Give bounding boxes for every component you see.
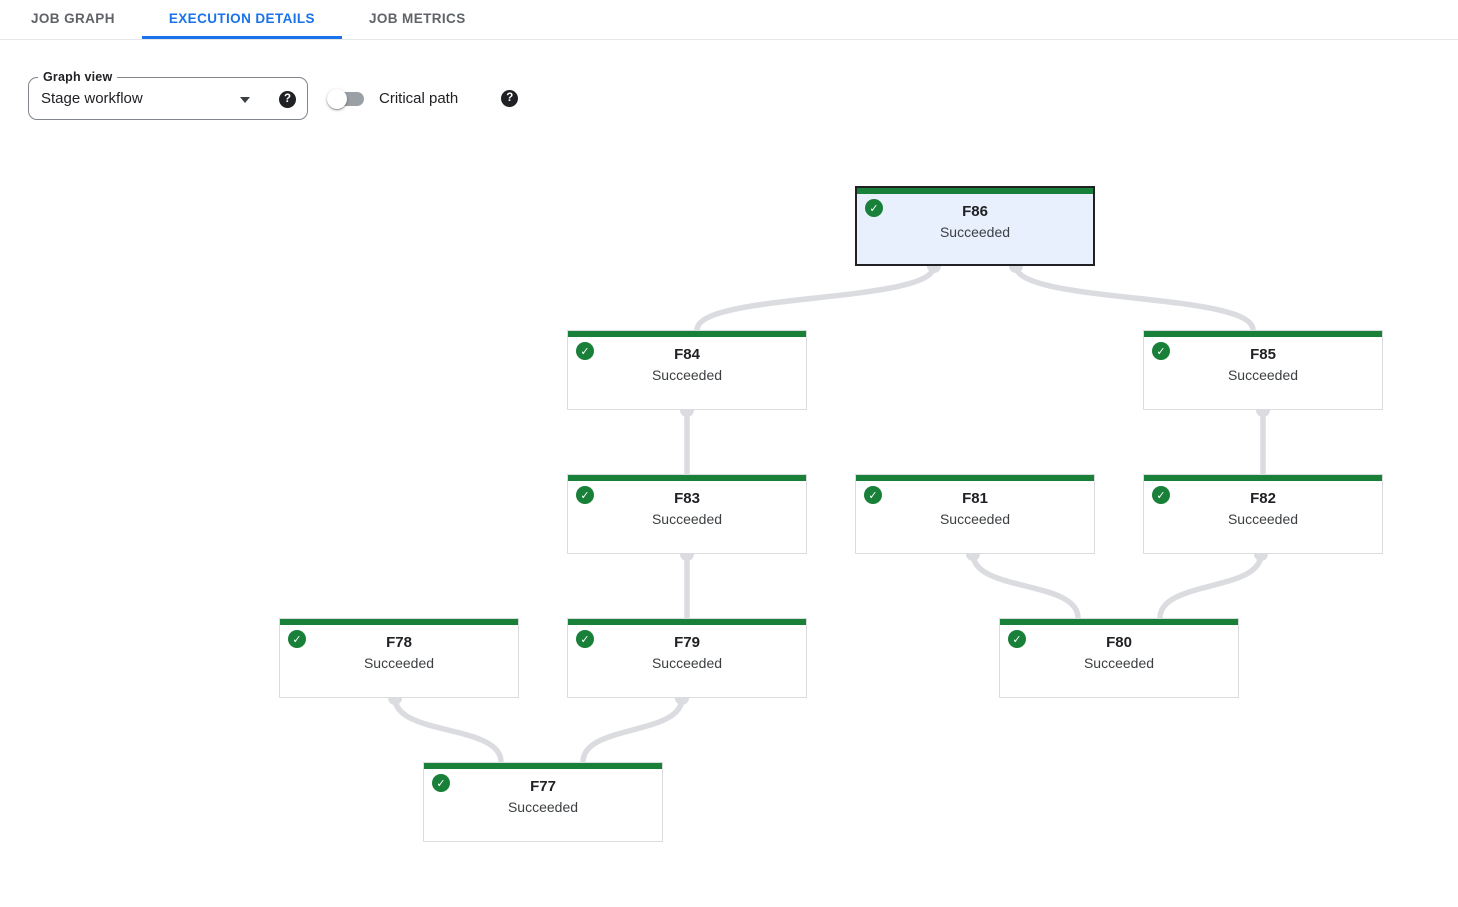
success-check-icon: ✓	[576, 486, 594, 504]
edge-f79-f77	[580, 697, 685, 763]
stage-status: Succeeded	[363, 655, 435, 671]
status-bar	[857, 188, 1093, 194]
stage-status: Succeeded	[651, 511, 723, 527]
success-check-icon: ✓	[432, 774, 450, 792]
stage-title: F85	[1250, 346, 1276, 363]
chevron-down-icon	[240, 97, 250, 103]
critical-path-label: Critical path	[379, 90, 459, 107]
critical-path-toggle[interactable]	[327, 88, 364, 109]
stage-title: F82	[1250, 490, 1276, 507]
toggle-knob-icon	[327, 88, 347, 109]
status-bar	[1144, 475, 1382, 481]
stage-status: Succeeded	[939, 511, 1011, 527]
stage-title: F79	[674, 634, 700, 651]
graph-view-value: Stage workflow	[41, 90, 143, 107]
stage-title: F86	[962, 203, 988, 220]
stage-status: Succeeded	[651, 655, 723, 671]
graph-view-help-icon[interactable]: ?	[279, 91, 296, 108]
status-bar	[856, 475, 1094, 481]
success-check-icon: ✓	[576, 630, 594, 648]
success-check-icon: ✓	[1008, 630, 1026, 648]
success-check-icon: ✓	[1152, 486, 1170, 504]
edge-f81-f80	[970, 553, 1081, 619]
stage-status: Succeeded	[1227, 511, 1299, 527]
critical-path-help-icon[interactable]: ?	[501, 90, 519, 107]
critical-path-control: Critical path ?	[327, 88, 519, 109]
success-check-icon: ✓	[576, 342, 594, 360]
stage-status: Succeeded	[507, 799, 579, 815]
stage-status: Succeeded	[1083, 655, 1155, 671]
stage-title: F78	[386, 634, 412, 651]
tab-job-graph[interactable]: JOB GRAPH	[31, 10, 115, 26]
success-check-icon: ✓	[865, 199, 883, 217]
edge-f86-f85	[1013, 265, 1256, 331]
success-check-icon: ✓	[864, 486, 882, 504]
stage-status: Succeeded	[651, 367, 723, 383]
status-bar	[1144, 331, 1382, 337]
status-bar	[568, 475, 806, 481]
graph-controls: Graph view Stage workflow ? Critical pat…	[28, 69, 1458, 120]
stage-title: F80	[1106, 634, 1132, 651]
stage-title: F84	[674, 346, 700, 363]
edge-f82-f80	[1157, 553, 1264, 619]
success-check-icon: ✓	[288, 630, 306, 648]
status-bar	[568, 619, 806, 625]
stage-status: Succeeded	[939, 224, 1011, 240]
graph-view-label: Graph view	[38, 69, 118, 86]
edge-f86-f84	[694, 265, 937, 331]
status-bar	[568, 331, 806, 337]
stage-title: F77	[530, 778, 556, 795]
success-check-icon: ✓	[1152, 342, 1170, 360]
tab-bar: JOB GRAPH EXECUTION DETAILS JOB METRICS	[0, 0, 1458, 40]
status-bar	[280, 619, 518, 625]
edge-f78-f77	[392, 697, 504, 763]
graph-view-select[interactable]: Graph view Stage workflow ?	[28, 69, 308, 120]
tab-job-metrics[interactable]: JOB METRICS	[368, 10, 466, 26]
stage-status: Succeeded	[1227, 367, 1299, 383]
stage-title: F81	[962, 490, 988, 507]
status-bar	[424, 763, 662, 769]
status-bar	[1000, 619, 1238, 625]
tab-execution-details[interactable]: EXECUTION DETAILS	[141, 0, 342, 39]
stage-title: F83	[674, 490, 700, 507]
